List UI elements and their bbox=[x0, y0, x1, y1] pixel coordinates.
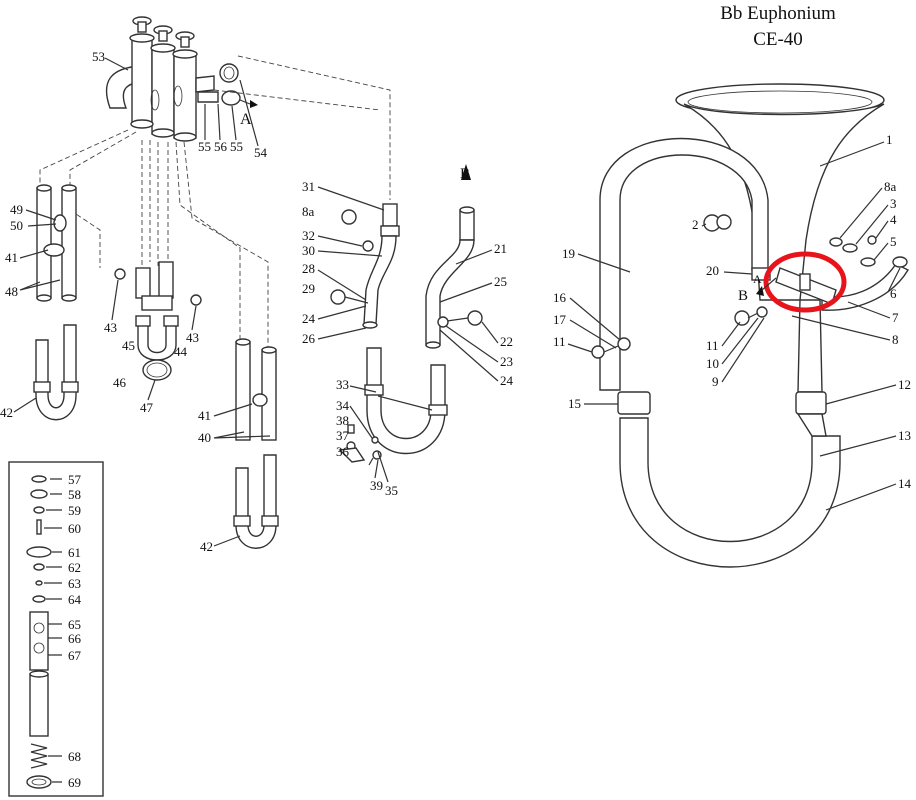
part-label-r12: 12 bbox=[898, 377, 911, 392]
part-label-30: 30 bbox=[302, 243, 315, 258]
part-label-r11a: 11 bbox=[553, 334, 566, 349]
part-label-r10: 10 bbox=[706, 356, 719, 371]
part-label-rA: A bbox=[753, 272, 762, 286]
title-model: Bb Euphonium bbox=[720, 3, 836, 24]
part-label-r9: 9 bbox=[712, 374, 719, 389]
piston-exploded-box bbox=[8, 461, 104, 797]
part-label-r13: 13 bbox=[898, 428, 911, 443]
part-label-r14: 14 bbox=[898, 476, 912, 491]
part-label-r5: 5 bbox=[890, 234, 897, 249]
tuning-slide-parts bbox=[330, 203, 400, 329]
part-label-64: 64 bbox=[68, 592, 82, 607]
part-label-28: 28 bbox=[302, 261, 315, 276]
assembly-guide-lines bbox=[39, 55, 391, 350]
part-label-42b: 42 bbox=[200, 539, 213, 554]
part-label-31: 31 bbox=[302, 179, 315, 194]
part-label-8a1: 8a bbox=[302, 204, 315, 219]
part-label-57: 57 bbox=[68, 472, 82, 487]
part-label-69: 69 bbox=[68, 775, 81, 790]
part-label-61: 61 bbox=[68, 545, 81, 560]
part-label-65: 65 bbox=[68, 617, 81, 632]
part-label-41a: 41 bbox=[5, 250, 18, 265]
part-label-66: 66 bbox=[68, 631, 82, 646]
part-label-r8a: 8a bbox=[884, 179, 897, 194]
part-label-40: 40 bbox=[198, 430, 211, 445]
part-label-63: 63 bbox=[68, 576, 81, 591]
part-label-46: 46 bbox=[113, 375, 127, 390]
part-label-24b: 24 bbox=[500, 373, 514, 388]
valve-slide-center bbox=[114, 261, 202, 381]
part-label-25: 25 bbox=[494, 274, 507, 289]
part-label-rB: B bbox=[738, 288, 748, 304]
part-label-44: 44 bbox=[174, 344, 188, 359]
part-label-32: 32 bbox=[302, 228, 315, 243]
part-label-50: 50 bbox=[10, 218, 23, 233]
part-label-49: 49 bbox=[10, 202, 23, 217]
part-label-43a: 43 bbox=[104, 320, 117, 335]
part-label-35: 35 bbox=[385, 483, 398, 498]
part-label-r6: 6 bbox=[890, 286, 897, 301]
part-label-58: 58 bbox=[68, 487, 81, 502]
valve-block bbox=[105, 16, 258, 142]
part-label-22: 22 bbox=[500, 334, 513, 349]
part-label-59: 59 bbox=[68, 503, 81, 518]
part-label-45: 45 bbox=[122, 338, 135, 353]
part-label-r7: 7 bbox=[892, 310, 899, 325]
part-label-62: 62 bbox=[68, 560, 81, 575]
part-label-r2: 2 bbox=[692, 217, 699, 232]
part-label-24a: 24 bbox=[302, 311, 316, 326]
part-label-37: 37 bbox=[336, 428, 350, 443]
highlight-circle bbox=[763, 251, 847, 313]
part-label-33: 33 bbox=[336, 377, 349, 392]
part-label-r11b: 11 bbox=[706, 338, 719, 353]
part-label-41b: 41 bbox=[198, 408, 211, 423]
part-label-36: 36 bbox=[336, 444, 350, 459]
part-label-39: 39 bbox=[370, 478, 383, 493]
part-label-43b: 43 bbox=[186, 330, 199, 345]
part-label-55b: 55 bbox=[230, 139, 243, 154]
valve-slide-right bbox=[233, 338, 279, 549]
title-code: CE-40 bbox=[753, 29, 803, 50]
part-label-38: 38 bbox=[336, 413, 349, 428]
euphonium-assembly bbox=[591, 83, 909, 568]
part-label-r1: 1 bbox=[886, 132, 893, 147]
part-label-42a: 42 bbox=[0, 405, 13, 420]
part-label-26: 26 bbox=[302, 331, 316, 346]
part-label-34: 34 bbox=[336, 398, 350, 413]
valve-slide-left bbox=[27, 184, 79, 421]
tube-21 bbox=[425, 164, 483, 349]
part-label-53: 53 bbox=[92, 49, 105, 64]
part-label-56: 56 bbox=[214, 139, 228, 154]
part-label-r8: 8 bbox=[892, 332, 899, 347]
part-label-29: 29 bbox=[302, 281, 315, 296]
part-label-47: 47 bbox=[140, 400, 154, 415]
part-label-B1: B bbox=[460, 166, 470, 182]
part-label-r4: 4 bbox=[890, 212, 897, 227]
part-label-r17: 17 bbox=[553, 312, 567, 327]
part-label-21: 21 bbox=[494, 241, 507, 256]
part-label-68: 68 bbox=[68, 749, 81, 764]
part-label-60: 60 bbox=[68, 521, 81, 536]
part-label-54: 54 bbox=[254, 145, 268, 160]
part-label-r3: 3 bbox=[890, 196, 897, 211]
part-label-r20: 20 bbox=[706, 263, 719, 278]
part-label-r16: 16 bbox=[553, 290, 567, 305]
part-label-23: 23 bbox=[500, 354, 513, 369]
part-label-67: 67 bbox=[68, 648, 82, 663]
u-slide-33 bbox=[338, 347, 448, 466]
part-label-48: 48 bbox=[5, 284, 18, 299]
part-label-55a: 55 bbox=[198, 139, 211, 154]
part-label-r15: 15 bbox=[568, 396, 581, 411]
part-label-r19: 19 bbox=[562, 246, 575, 261]
